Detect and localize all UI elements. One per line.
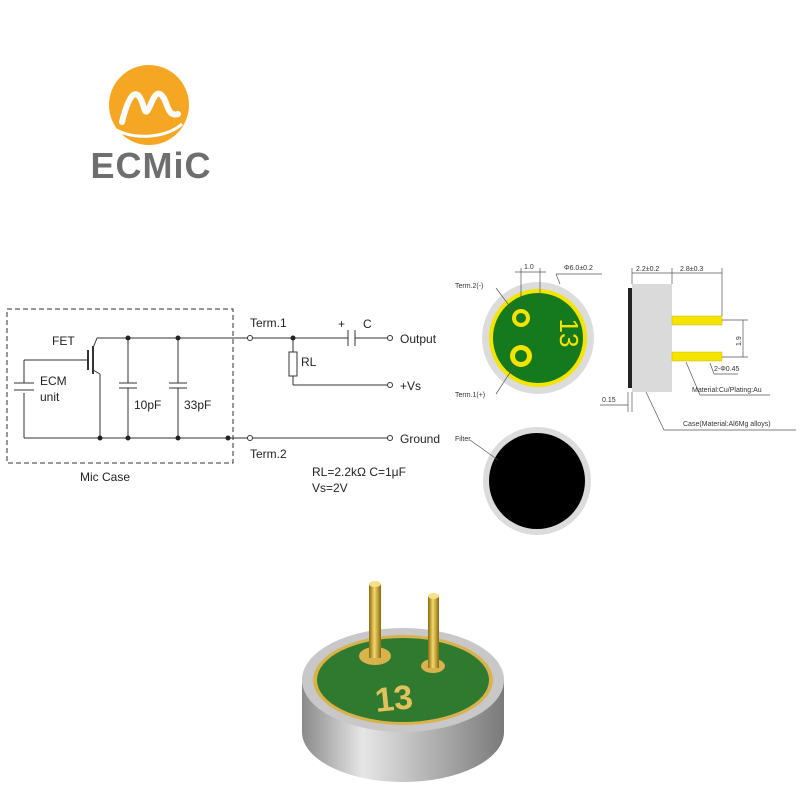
pin-material-label: Material:Cu/Plating:Au (692, 387, 762, 394)
spec-line-2: Vs=2V (312, 481, 348, 495)
circuit-diagram: FET ECM unit 10pF 33pF Mic Case Term.1 T… (6, 308, 440, 495)
ground-terminal (387, 435, 393, 441)
pin-top (671, 315, 723, 326)
mic-case-box (6, 308, 234, 464)
term1-callout: Term.1(+) (455, 392, 485, 399)
side-view: 2.2±0.2 2.8±0.3 1.9 2-Φ0.45 Material:Cu/… (600, 266, 796, 431)
dim-filter-thickness: 0.15 (602, 397, 616, 404)
term2-terminal (247, 435, 253, 441)
term2-callout: Term.2(-) (455, 283, 483, 290)
filter-label: Filter (455, 436, 471, 443)
microphone-photo: 13 (302, 581, 504, 782)
case-material-label: Case(Material:Al6Mg alloys) (683, 421, 771, 428)
ecm-label: ECM (40, 374, 67, 388)
cap-10pf-label: 10pF (134, 398, 161, 412)
term2-label: Term.2 (250, 447, 287, 461)
mic-case-label: Mic Case (80, 470, 130, 484)
dim-pitch: 1.0 (524, 264, 534, 271)
photo-pin-left (369, 584, 381, 658)
photo-marking: 13 (373, 678, 415, 720)
pin-diameter-label: 2-Φ0.45 (714, 366, 740, 373)
fet-label: FET (52, 334, 75, 348)
ecmic-logo: ECMiC (91, 65, 212, 185)
dim-pin-spacing: 1.9 (736, 336, 743, 346)
term1-terminal (247, 335, 253, 341)
vs-label: +Vs (400, 379, 421, 393)
spec-line-1: RL=2.2kΩ C=1μF (312, 465, 406, 479)
pin-side-view: 13 1.0 Φ6.0±0.2 Term.2(-) Term.1(+) (455, 264, 602, 399)
rl-label: RL (301, 355, 317, 369)
cap-33pf-label: 33pF (184, 398, 211, 412)
case-body (632, 284, 672, 392)
cap-plus-label: + (338, 317, 345, 331)
filter-side-view: Filter (455, 427, 591, 535)
filter-layer (628, 288, 632, 388)
filter-disc (489, 433, 585, 529)
term1-label: Term.1 (250, 316, 287, 330)
vs-terminal (387, 382, 393, 388)
dim-body: 2.2±0.2 (636, 266, 659, 273)
logo-m-stroke (119, 90, 181, 125)
pin-bottom (671, 351, 723, 362)
photo-pin-right (428, 596, 439, 668)
dim-diameter: Φ6.0±0.2 (564, 265, 593, 272)
unit-label: unit (40, 390, 60, 404)
rl-resistor (288, 351, 298, 377)
cap-c-label: C (363, 317, 372, 331)
logo-wordmark: ECMiC (91, 145, 212, 185)
output-label: Output (400, 332, 437, 346)
pcb-marking: 13 (554, 319, 584, 348)
dim-pin-length: 2.8±0.3 (680, 266, 703, 273)
output-terminal (387, 335, 393, 341)
logo-swoosh (115, 122, 183, 138)
ground-label: Ground (400, 432, 440, 446)
